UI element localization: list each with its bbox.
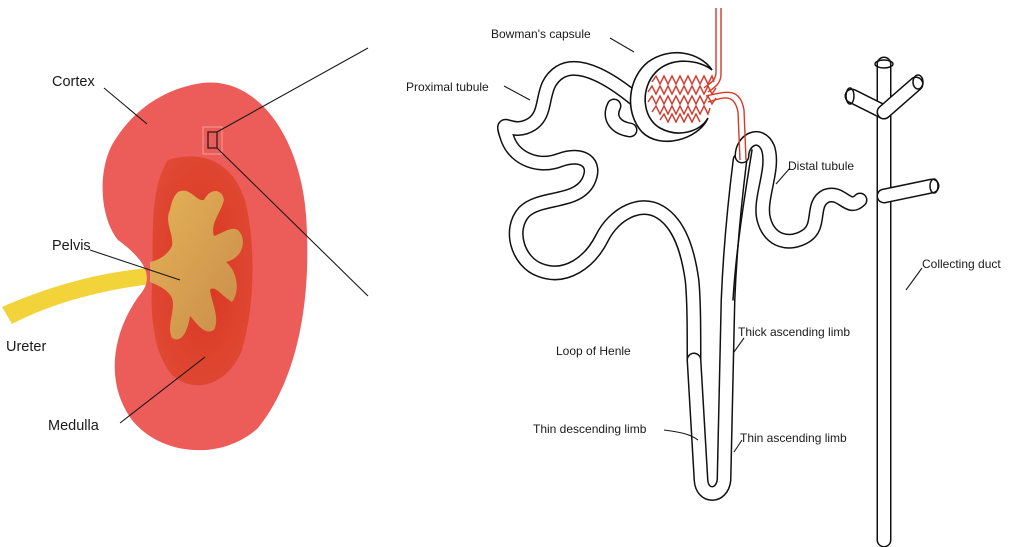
loop-of-henle-label: Loop of Henle (556, 344, 631, 358)
bowmans-capsule (631, 8, 746, 160)
bowmans-capsule-label: Bowman's capsule (491, 27, 591, 41)
thick-ascending-limb-leader (734, 338, 744, 352)
ureter-label: Ureter (6, 339, 46, 355)
proximal-tubule-label: Proximal tubule (406, 80, 489, 94)
medulla-label: Medulla (48, 418, 100, 434)
cortex-label: Cortex (52, 74, 95, 90)
collecting-duct-leader (906, 268, 922, 290)
pelvis-label: Pelvis (52, 238, 91, 254)
collecting-duct-label: Collecting duct (922, 257, 1001, 271)
nephron (504, 8, 938, 540)
glomerulus (648, 76, 716, 122)
collecting-duct (846, 60, 938, 540)
proximal-tubule (504, 68, 694, 360)
cortex-leader (104, 88, 147, 124)
proximal-tubule-leader (504, 86, 530, 100)
distal-tubule (742, 138, 860, 241)
thin-ascending-limb-label: Thin ascending limb (740, 431, 847, 445)
kidney (2, 83, 307, 451)
bowmans-capsule-leader (610, 38, 634, 52)
distal-tubule-label: Distal tubule (788, 159, 854, 173)
thin-descending-limb-label: Thin descending limb (533, 422, 647, 436)
afferent-arteriole (704, 8, 716, 88)
thick-ascending-limb-label: Thick ascending limb (738, 325, 850, 339)
